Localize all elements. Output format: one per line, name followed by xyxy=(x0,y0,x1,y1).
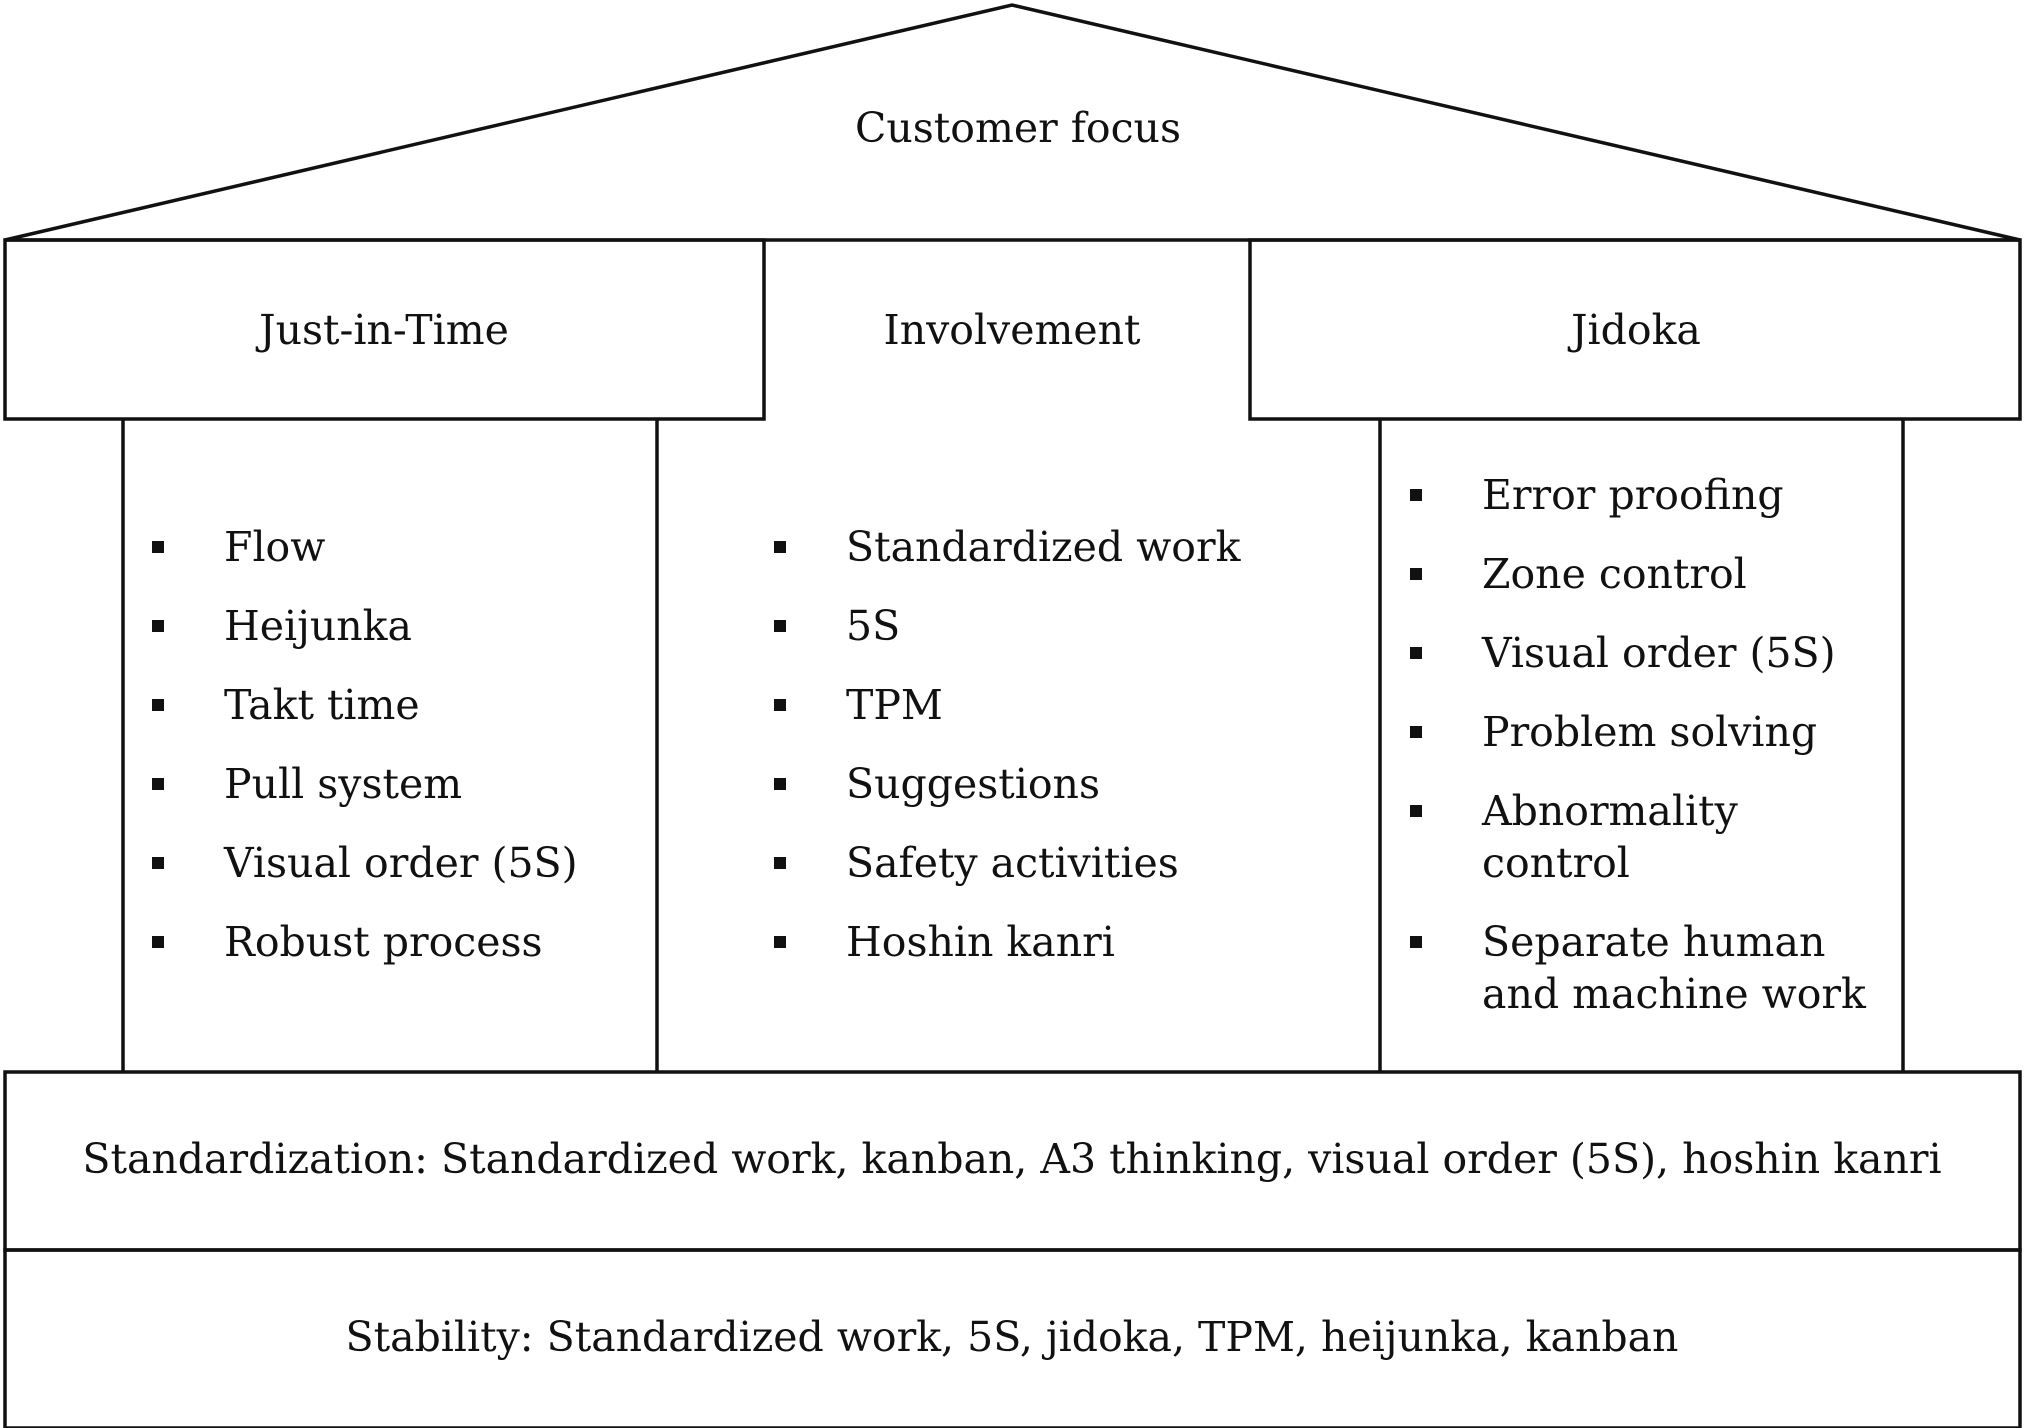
jit-title: Just-in-Time xyxy=(259,306,509,354)
roof-label: Customer focus xyxy=(854,104,1182,152)
jidoka-item: Problem solving xyxy=(1410,706,1866,758)
stability-text: Stability: Standardized work, 5S, jidoka… xyxy=(345,1313,1679,1361)
jidoka-title: Jidoka xyxy=(1571,306,1701,354)
involvement-item: Hoshin kanri xyxy=(774,916,1240,968)
involvement-item: Safety activities xyxy=(774,837,1240,889)
jidoka-list: Error proofing Zone control Visual order… xyxy=(1410,469,1866,1047)
jit-list: Flow Heijunka Takt time Pull system Visu… xyxy=(152,521,578,995)
involvement-title: Involvement xyxy=(883,306,1141,354)
jidoka-item: Abnormality control xyxy=(1410,785,1866,889)
jidoka-header-box xyxy=(1248,238,2022,421)
stability-box xyxy=(3,1248,2022,1428)
involvement-list: Standardized work 5S TPM Suggestions Saf… xyxy=(774,521,1240,995)
jidoka-item: Error proofing xyxy=(1410,469,1866,521)
jit-item: Pull system xyxy=(152,758,578,810)
standardization-text: Standardization: Standardized work, kanb… xyxy=(82,1135,1942,1183)
jidoka-item: Zone control xyxy=(1410,548,1866,600)
jit-item: Flow xyxy=(152,521,578,573)
jit-item: Takt time xyxy=(152,679,578,731)
jit-item: Visual order (5S) xyxy=(152,837,578,889)
jit-header-box xyxy=(3,238,766,421)
roof-triangle xyxy=(4,3,2021,242)
jidoka-item: Separate human and machine work xyxy=(1410,916,1866,1020)
involvement-item: 5S xyxy=(774,600,1240,652)
jit-item: Robust process xyxy=(152,916,578,968)
involvement-item: Suggestions xyxy=(774,758,1240,810)
jit-item: Heijunka xyxy=(152,600,578,652)
involvement-item: TPM xyxy=(774,679,1240,731)
involvement-item: Standardized work xyxy=(774,521,1240,573)
jidoka-item: Visual order (5S) xyxy=(1410,627,1866,679)
